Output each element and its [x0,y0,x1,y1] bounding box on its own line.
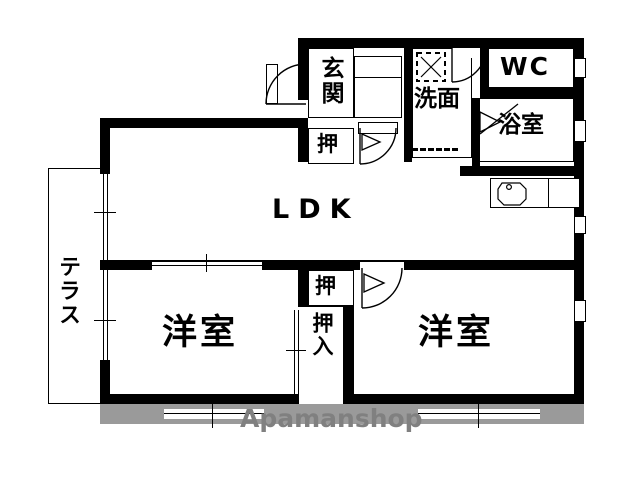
wc-window [574,58,586,78]
ldk-sliding-door-line [152,265,262,266]
oshiire-iri-label: 押入 [310,312,334,358]
ldk-sliding-door-mullion [206,254,207,272]
wall-oshiire-left [298,118,308,162]
oshiire-iri-line-2 [298,310,299,404]
terrace-outline [48,168,110,404]
wall-wc-bottom [480,88,584,98]
wall-bath-left [472,98,480,166]
oshiire-mid-label: 押 [315,274,336,298]
entrance-door-swing-icon [265,63,307,105]
bedroom-right-door-opening [360,262,404,272]
ldk-label: LDK [272,194,360,225]
ldk-door-leaf [358,122,398,134]
yoshitsu-right-label: 洋室 [418,313,495,353]
yoshitsu-left-label: 洋室 [162,313,239,353]
ldk-sliding-door-left [152,262,262,270]
corridor-area [354,78,402,118]
bath-door-icon [479,103,519,135]
wall-oshiire-iri-right [344,306,354,404]
senmen-label: 洗面 [414,86,460,112]
washing-machine-pan-icon [416,52,446,82]
oshiire-mid-room [308,270,354,306]
wall-wc-left [480,38,488,88]
ldk-window-mullion-top [94,212,116,213]
kitchen-counter-divider [548,179,549,207]
wall-ldk-left-upper [100,118,110,174]
wc-room [488,48,574,88]
terrace-label: テラス [55,255,80,327]
kitchen-sink-icon [497,182,527,206]
yokushitsu-label: 浴室 [498,112,544,138]
genkan-room [308,48,354,118]
corridor-upper-storage [354,56,402,78]
kitchen-counter [490,178,580,208]
window-left-line [164,413,264,414]
bedroom-left-sliding-window [164,409,264,419]
senmen-threshold [412,148,458,151]
oshiire-iri-room [298,306,344,404]
oshiire-iri-line-1 [294,310,295,404]
oshiire-iri-mullion [286,350,306,351]
wall-senmen-left [404,38,412,162]
ldk-right-window [574,216,586,234]
bedroom-right-window [574,300,586,322]
bedroom-right-door-swing-icon [361,267,403,309]
wall-ldk-top [100,118,308,128]
wall-oshiire-mid-left [298,260,308,314]
genkan-label: 玄関 [317,56,343,106]
wc-label: WC [500,52,550,81]
wall-top-right [298,38,584,48]
yokushitsu-room [480,98,574,162]
ldk-door-swing-icon [359,127,397,165]
watermark-text: Apamanshop [240,404,423,433]
senmen-room [412,48,472,158]
ldk-window-mullion-bottom [94,320,116,321]
wall-ldk-bottom-right [360,260,584,270]
wall-left-lower [100,360,110,404]
window-right-line [418,413,540,414]
wall-genkan-left [298,38,308,100]
window-right-mullion [478,400,479,428]
window-left-mullion [212,400,213,428]
wall-bath-bottom [460,166,584,176]
bath-window [574,120,586,142]
oshiire-top-label: 押 [317,132,338,156]
bedroom-right-sliding-window [418,409,540,419]
oshiire-top-room [308,128,354,164]
senmen-door-opening [452,48,488,58]
